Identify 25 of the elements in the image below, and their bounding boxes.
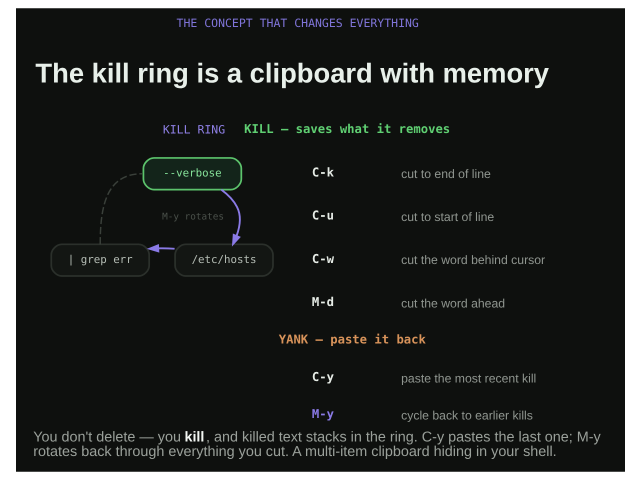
label: KILL — saves what it removes	[244, 122, 450, 136]
label: M-y	[311, 407, 334, 422]
label: cycle back to earlier kills	[400, 408, 532, 423]
label: YANK — paste it back	[278, 332, 426, 346]
label: cut to end of line	[400, 166, 490, 181]
label: C-w	[311, 252, 334, 266]
label: C-y	[311, 370, 334, 384]
label: M-d	[311, 294, 334, 309]
node-box: | grep err	[50, 243, 150, 277]
arrow	[220, 188, 240, 247]
node-box: /etc/hosts	[174, 243, 274, 277]
node-box: --verbose	[142, 157, 242, 190]
label: M-y rotates	[162, 211, 224, 222]
label: cut the word behind cursor	[400, 253, 545, 268]
label: C-u	[311, 208, 334, 223]
label: paste the most recent kill	[400, 371, 536, 386]
connector	[99, 173, 142, 244]
arrow	[146, 244, 174, 253]
label: cut to start of line	[400, 210, 494, 224]
label: THE CONCEPT THAT CHANGES EVERYTHING	[176, 16, 418, 30]
label: KILL RING	[162, 122, 225, 136]
diagram-title: The kill ring is a clipboard with memory	[34, 58, 549, 89]
caption: You don't delete — you kill, and killed text stacks in the ring. C-y pastes the last one; M-y rotates back through everything you cut. A multi-item clipboard hiding in your shell.	[32, 430, 600, 460]
label: cut the word ahead	[400, 296, 505, 310]
label: C-k	[311, 165, 334, 180]
